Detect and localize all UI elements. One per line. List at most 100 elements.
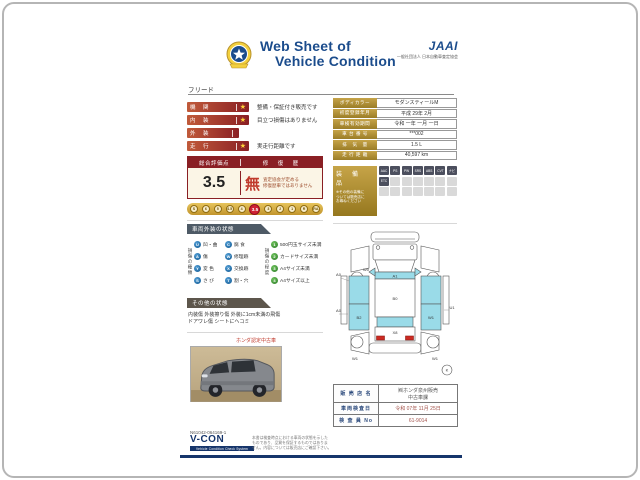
rating-comment: 目立つ損傷はありません [257,118,318,124]
equipment-badge: AAC [379,166,389,175]
sales-info-table: 販 売 店 名 ㈱ホンダ泉州販売 中古車課 車両検査日 令和 07年 11月 2… [333,384,458,427]
equipment-title-box: 装 備 品 ※その他の装備に ついては販売店に お尋ねください [333,166,377,216]
damage-label-tailgate: X8 [393,330,399,335]
other-condition-line2: ドアワレ傷 シートにヘコミ [188,319,250,325]
equipment-badge-empty [401,176,412,186]
score-header-label: 総合評価点 [198,160,229,167]
damage-label-right-side: U1 [449,305,455,310]
equipment-badge-empty [435,187,446,196]
vcon-logo: V-CON [190,434,225,445]
scale-mark: RA [311,205,320,213]
damage-code-icon: C [225,240,232,248]
info-row: 車 台 番 号***002 [333,129,457,139]
evaluation-box: 総合評価点 修 復 歴 3.5 無 査定協会が定める 修復歴車ではありません [187,156,323,199]
damage-code-icon: X [225,264,232,272]
repair-history-value: 無 [245,175,261,193]
info-label: 走 行 距 離 [333,150,377,160]
damage-code-icon: T [225,276,232,284]
rating-row: 外 装 [187,128,457,138]
header-divider [188,94,454,95]
rating-row: 走 行 ★ 実走行距離です [187,141,457,151]
degree-number-icon: 2 [271,252,278,260]
info-row: ボディカラーモダンスティールM [333,98,457,108]
damage-label-quarter-left: W1 [352,356,359,361]
sales-label: 販 売 店 名 [334,385,379,402]
sheet-title-line2: Vehicle Condition [275,53,396,69]
equipment-badge-empty [412,187,423,196]
vehicle-model-name: フリード [188,87,214,94]
disclaimer-line1: 本書は検査時点における車両の状態を示した [252,436,328,440]
section-divider [333,223,457,224]
equipment-badge: CVT [435,166,446,175]
scale-mark: S [190,205,198,213]
jaai-logo-subtext: 一般社団法人 日本自動車査定協会 [396,54,458,59]
scale-mark: R [300,205,309,213]
equipment-section: 装 備 品 ※その他の装備に ついては販売店に お尋ねください AAC PS P… [333,166,457,216]
dealer-department: 中古車課 [407,394,428,401]
rating-separator [235,103,237,111]
degree-number-icon: 1 [271,240,278,248]
rating-label: 機 関 [190,105,210,111]
damage-type-label: 腐 食 [234,242,245,248]
disclaimer-text: 本書は検査時点における車両の状態を示した ものであり、品質を保証するものではあり… [252,436,402,451]
sales-row: 検 査 員 No 61-9014 [334,415,458,427]
rating-separator [232,129,233,137]
equipment-badge-empty [412,176,423,186]
rating-bar-interior: 内 装 ★ [187,115,249,125]
damage-label-rear-right-door: W1 [428,315,435,320]
evaluation-header: 総合評価点 修 復 歴 [188,157,322,168]
sales-value: ㈱ホンダ泉州販売 中古車課 [379,385,458,402]
section-divider [187,220,323,221]
sales-label: 検 査 員 No [334,415,379,426]
photo-caption: ホンダ認定中古車 [236,338,277,344]
info-label: 排 気 量 [333,140,377,150]
damage-label-corner: K [446,368,449,373]
damage-label-quarter-right: W1 [432,356,439,361]
damage-type-label: 凹・曲 [203,242,218,248]
equipment-note-line3: お尋ねください [336,199,362,204]
rating-bar-mileage: 走 行 ★ [187,141,249,151]
sheet-title-line1: Web Sheet of [260,38,351,54]
equipment-badge-empty [390,176,401,186]
degree-label: カードサイズ未満 [280,254,319,260]
equipment-note-line2: ついては販売店に [336,194,365,199]
rating-separator [235,142,237,150]
scale-mark: 5 [213,205,222,213]
jaai-emblem-icon [224,40,254,70]
other-condition-text: 内装傷 外装擦り傷 外装に1cm未満の飛傷 ドアワレ傷 シートにヘコミ [188,312,280,326]
degree-number-icon: 3 [271,264,278,272]
equipment-badge: ナビ [446,166,457,175]
rating-comment: 整備・保証付き販売です [257,105,318,111]
damage-type-label: 変 色 [203,266,214,272]
info-value: 令和 一年 一月 一日 [377,119,457,129]
equipment-badge: PW [401,166,412,175]
sales-row: 車両検査日 令和 07年 11月 25日 [334,403,458,415]
rating-row: 内 装 ★ 目立つ損傷はありません [187,115,457,125]
scale-mark: 4.5 [225,205,234,213]
damage-label-side-left: A0 [336,308,342,313]
sheet-serial-number: N61042-064169-1 [190,430,227,435]
repair-note-line2: 修復歴車ではありません [263,183,313,188]
scale-mark: 4 [237,205,246,213]
body-divider [240,171,241,195]
degree-label: A4サイズ以上 [280,278,310,284]
repair-history-note: 査定協会が定める 修復歴車ではありません [263,177,312,189]
vehicle-condition-sheet: Web Sheet of Vehicle Condition JAAI 一般社団… [180,26,462,458]
star-icon: ★ [239,103,246,111]
equipment-badge-empty [424,176,435,186]
damage-label-windshield: A1 [393,274,399,279]
rating-separator [235,116,237,124]
scale-mark: 2 [276,205,285,213]
damage-diagram: A0 W0 A1 B0 A0 B2 W1 U1 W1 W1 X8 K [335,230,455,380]
star-icon: ★ [239,142,246,150]
